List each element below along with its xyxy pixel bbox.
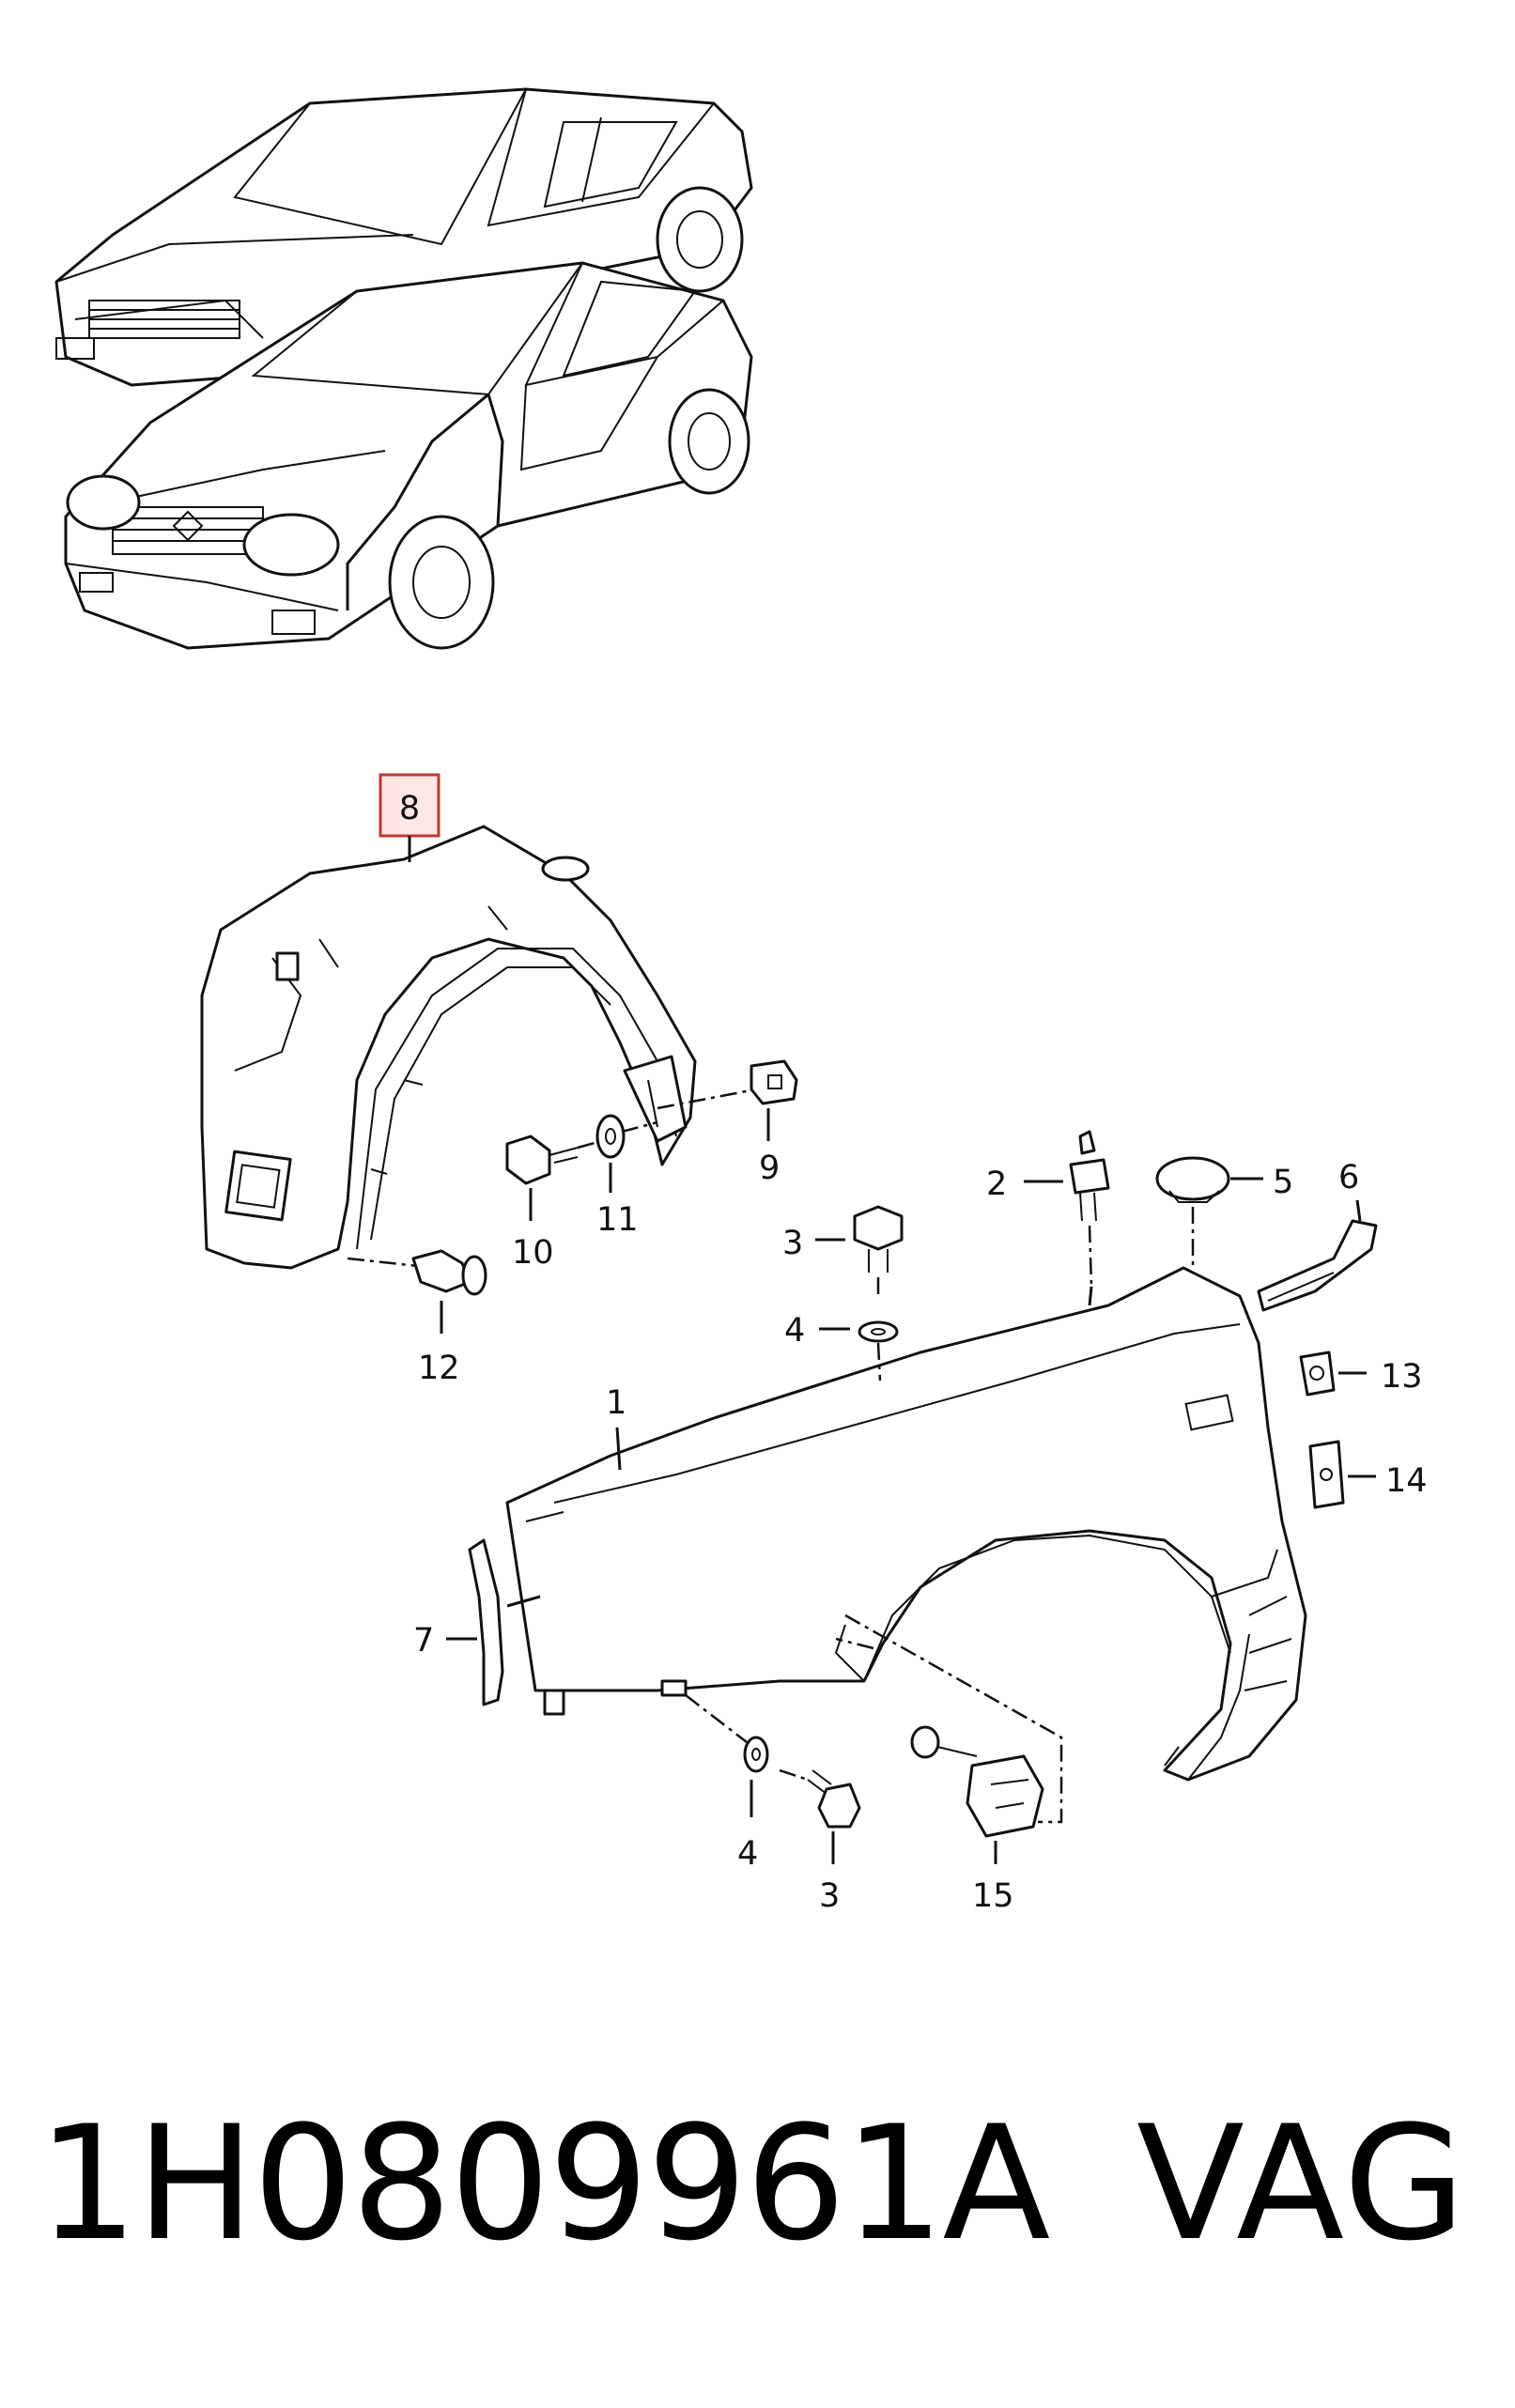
washer-part-4-upper bbox=[819, 1320, 899, 1382]
callout-11[interactable]: 11 bbox=[596, 1201, 639, 1239]
callout-8[interactable]: 8 bbox=[379, 773, 441, 862]
callout-6-label: 6 bbox=[1338, 1159, 1359, 1196]
vehicle-overview-illustration bbox=[54, 87, 753, 650]
callout-5[interactable]: 5 bbox=[1273, 1164, 1293, 1201]
callout-9[interactable]: 9 bbox=[759, 1150, 780, 1187]
callout-1-label: 1 bbox=[606, 1384, 626, 1422]
callout-11-label: 11 bbox=[596, 1201, 639, 1239]
bolt-part-3-lower bbox=[779, 1768, 861, 1864]
trim-strip-part bbox=[446, 1538, 541, 1706]
callout-12-label: 12 bbox=[418, 1350, 460, 1387]
callout-4-lower-label: 4 bbox=[737, 1835, 758, 1873]
part-number-footer: 1H0809961A VAG bbox=[0, 2071, 1515, 2296]
callout-3-upper-label: 3 bbox=[782, 1225, 803, 1262]
callout-10[interactable]: 10 bbox=[512, 1234, 554, 1272]
wheel-housing-liner[interactable] bbox=[200, 825, 757, 1270]
callout-14[interactable]: 14 bbox=[1385, 1462, 1428, 1500]
part-number: 1H0809961A bbox=[38, 2092, 1050, 2276]
callout-8-label: 8 bbox=[399, 790, 420, 827]
rivet-part-12 bbox=[411, 1249, 487, 1334]
callout-4-lower[interactable]: 4 bbox=[737, 1835, 758, 1873]
sedan-outline bbox=[54, 87, 753, 387]
parts-diagram: 8 9 10 11 12 bbox=[54, 87, 1428, 1915]
callout-10-label: 10 bbox=[512, 1234, 554, 1272]
clip-part-14 bbox=[1308, 1440, 1376, 1509]
callout-4-upper-label: 4 bbox=[784, 1312, 805, 1350]
callout-6[interactable]: 6 bbox=[1338, 1159, 1359, 1196]
bracket-part bbox=[1257, 1199, 1378, 1312]
callout-3-lower[interactable]: 3 bbox=[819, 1877, 840, 1915]
fender-part bbox=[505, 1266, 1307, 1782]
callout-15[interactable]: 15 bbox=[972, 1877, 1014, 1915]
clip-nut-part bbox=[750, 1059, 798, 1141]
hatchback-outline bbox=[64, 261, 753, 650]
callout-13-label: 13 bbox=[1381, 1358, 1423, 1396]
callout-14-label: 14 bbox=[1385, 1462, 1428, 1500]
bolt-part-10 bbox=[505, 1135, 602, 1221]
bolt-part-3-upper bbox=[815, 1205, 904, 1296]
callout-3-lower-label: 3 bbox=[819, 1877, 840, 1915]
callout-1[interactable]: 1 bbox=[606, 1384, 626, 1471]
callout-7[interactable]: 7 bbox=[413, 1622, 434, 1659]
callout-2-label: 2 bbox=[986, 1165, 1007, 1203]
washer-part-4-lower bbox=[685, 1694, 769, 1817]
brand-name: VAG bbox=[1136, 2092, 1468, 2276]
callout-9-label: 9 bbox=[759, 1150, 780, 1187]
callout-13[interactable]: 13 bbox=[1381, 1358, 1423, 1396]
grommet-part bbox=[1155, 1156, 1263, 1268]
callout-3-upper[interactable]: 3 bbox=[782, 1225, 803, 1262]
spring-nut-part bbox=[1299, 1351, 1367, 1397]
mounting-bracket-part bbox=[835, 1613, 1063, 1864]
stud-part bbox=[1024, 1130, 1110, 1306]
callout-5-label: 5 bbox=[1273, 1164, 1293, 1201]
washer-part-11 bbox=[595, 1114, 658, 1193]
callout-7-label: 7 bbox=[413, 1622, 434, 1659]
callout-12[interactable]: 12 bbox=[418, 1350, 460, 1387]
callout-15-label: 15 bbox=[972, 1877, 1014, 1915]
callout-2[interactable]: 2 bbox=[986, 1165, 1007, 1203]
callout-4-upper[interactable]: 4 bbox=[784, 1312, 805, 1350]
